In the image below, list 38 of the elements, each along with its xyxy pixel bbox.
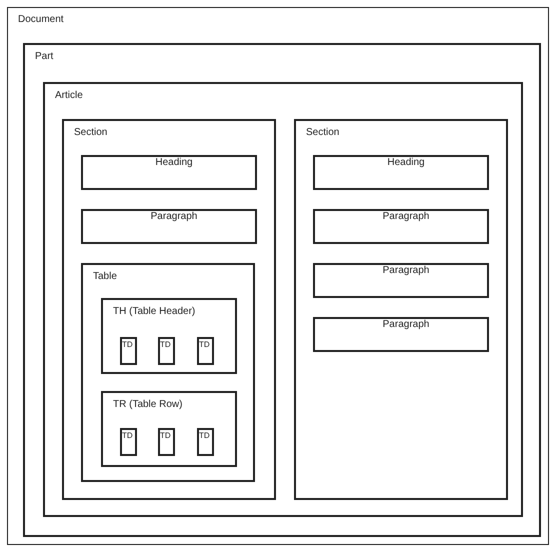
container-title: Part [35, 51, 54, 63]
container-box [101, 298, 237, 374]
cell-box [158, 428, 175, 456]
container-box [101, 391, 237, 467]
box-label: Heading [154, 157, 194, 169]
container-title: Table [93, 271, 117, 283]
box-label: Paragraph [382, 211, 430, 223]
element-box [313, 317, 489, 352]
container-box [81, 263, 255, 482]
box-label: TD [199, 339, 211, 351]
element-box [81, 155, 257, 190]
box-label: Paragraph [382, 319, 430, 331]
box-label: Heading [386, 157, 426, 169]
container-box [43, 82, 523, 517]
container-box [294, 119, 508, 500]
box-label: TD [122, 339, 134, 351]
element-box [313, 155, 489, 190]
box-label: TD [160, 339, 172, 351]
cell-box [158, 337, 175, 365]
box-label: Paragraph [150, 211, 198, 223]
element-box [313, 209, 489, 244]
box-label: TD [199, 430, 211, 442]
cell-box [197, 337, 214, 365]
cell-box [120, 428, 137, 456]
container-title: Document [18, 14, 64, 26]
container-title: TH (Table Header) [113, 306, 196, 318]
cell-box [197, 428, 214, 456]
element-box [313, 263, 489, 298]
container-title: Section [306, 127, 340, 139]
cell-box [120, 337, 137, 365]
element-box [81, 209, 257, 244]
container-box [62, 119, 276, 500]
box-label: Paragraph [382, 265, 430, 277]
box-label: TD [122, 430, 134, 442]
container-title: Section [74, 127, 108, 139]
container-title: Article [55, 90, 83, 102]
container-title: TR (Table Row) [113, 399, 182, 411]
box-label: TD [160, 430, 172, 442]
